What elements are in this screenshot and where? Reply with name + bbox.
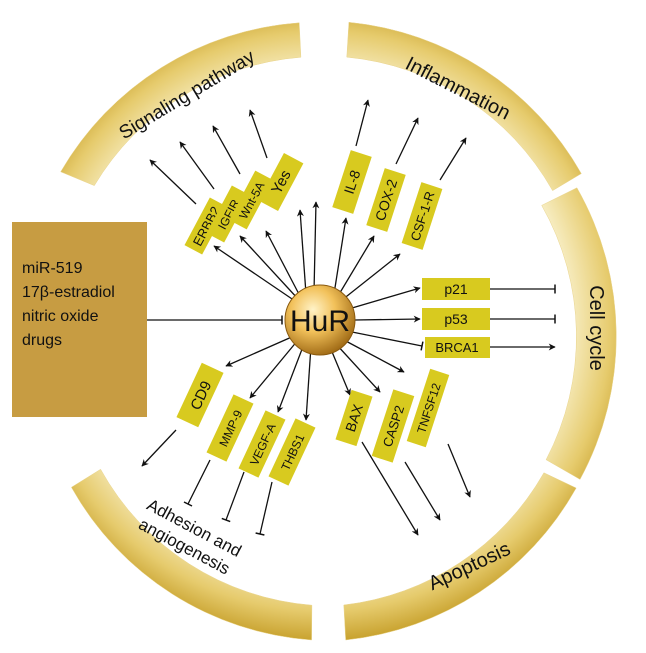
target-p53-label: p53 (444, 311, 468, 327)
regulator-mir519: miR-519 (22, 260, 83, 277)
target-cox2: COX-2 (366, 168, 406, 232)
sector-backgrounds (60, 22, 617, 641)
target-cd9: CD9 (176, 362, 224, 428)
sector-apoptosis-bg (343, 472, 577, 641)
edge-hur-p53 (354, 315, 421, 323)
edge-il8-out (355, 99, 370, 147)
edge-hur-il8 (333, 217, 349, 295)
edge-hur-bax (329, 346, 351, 396)
edge-yes-out (248, 109, 268, 159)
sector-signaling-bg (60, 22, 302, 186)
edge-hur-yes-2 (312, 201, 320, 293)
edge-hur-vegfa (276, 343, 305, 413)
edge-hur-cox2 (337, 235, 375, 297)
edge-hur-mmp9 (249, 339, 299, 399)
target-p21: p21 (422, 278, 490, 300)
edge-vegfa-out (221, 471, 245, 523)
edge-hur-thbs1 (302, 345, 312, 421)
target-bax: BAX (335, 389, 373, 447)
target-p21-label: p21 (444, 281, 468, 297)
edge-hur-tnfsf12 (341, 338, 405, 373)
sector-cellcycle-bg (541, 187, 617, 480)
edge-tnfsf12-out (447, 443, 471, 498)
edge-hur-cd9 (225, 335, 295, 367)
edge-hur-wnt5a (265, 230, 302, 299)
regulator-box (12, 222, 147, 417)
edge-hur-csf1r (341, 253, 401, 301)
edges (141, 99, 556, 536)
hub-label: HuR (290, 305, 350, 338)
edge-hur-brca1 (351, 331, 424, 351)
edge-erbb2-out (149, 159, 197, 205)
edge-wnt5a-out (212, 125, 241, 175)
target-boxes: ERBB2 IGFIR Wnt-5A Yes IL-8 COX-2 CSF-1-… (176, 150, 490, 486)
regulator-drugs: drugs (22, 332, 62, 349)
target-il8-label: IL-8 (341, 168, 364, 196)
target-p53: p53 (422, 308, 490, 330)
regulator-estradiol: 17β-estradiol (22, 284, 115, 301)
hub: HuR (284, 284, 356, 356)
edge-thbs1-out (255, 481, 273, 536)
regulator-nitric-oxide: nitric oxide (22, 308, 99, 325)
target-brca1-label: BRCA1 (435, 340, 478, 355)
edge-cox2-out (395, 117, 419, 165)
target-csf1r: CSF-1-R (401, 182, 443, 250)
hub-circle (284, 284, 356, 356)
edge-hur-casp2 (335, 343, 381, 393)
edge-casp2-out (404, 461, 441, 521)
edge-igfir-out (179, 141, 215, 190)
edge-bax-out (361, 441, 419, 536)
sector-adhesion-bg (71, 468, 313, 641)
edge-hur-igfir (239, 235, 300, 301)
edge-hur-erbb2 (213, 245, 299, 304)
edge-cd9-out (141, 429, 177, 467)
edge-hur-p21 (351, 286, 421, 309)
target-brca1: BRCA1 (425, 337, 490, 358)
target-tnfsf12: TNFSF12 (406, 368, 450, 448)
sector-label-cellcycle: Cell cycle (585, 285, 607, 371)
edge-hur-yes (296, 209, 307, 295)
sector-inflammation-bg (346, 22, 582, 191)
target-il8: IL-8 (332, 150, 372, 214)
edge-mmp9-out (183, 459, 211, 507)
target-casp2: CASP2 (371, 389, 415, 463)
edge-csf1r-out (439, 137, 467, 181)
